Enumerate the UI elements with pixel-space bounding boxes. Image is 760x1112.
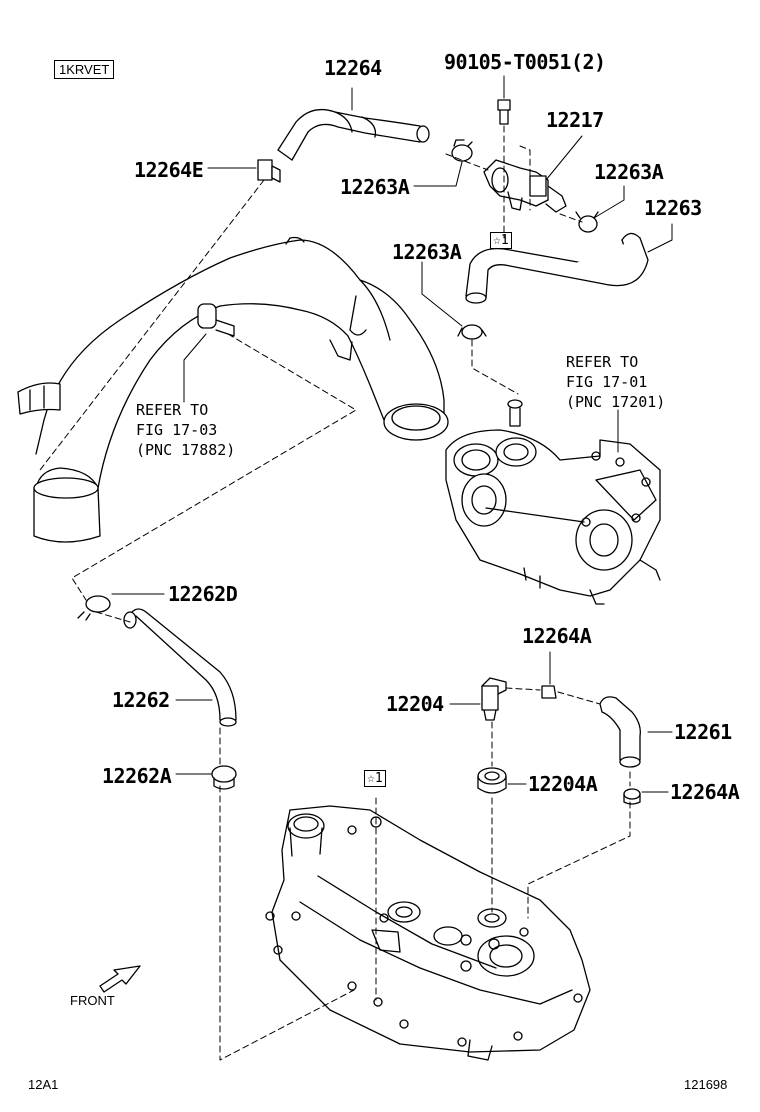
part-label-12263A-lower: 12263A [392,240,462,264]
hose-12262 [123,608,237,727]
valve-12217 [483,135,583,213]
clip-12264E [207,159,281,183]
front-arrow-icon [99,965,141,993]
star-marker-2: ☆1 [364,770,386,787]
hose-12263 [465,223,673,304]
star-marker-1: ☆1 [490,232,512,249]
clamp-12263A-right [575,185,625,233]
part-label-12261: 12261 [674,720,732,744]
engine-code-box: 1KRVET [54,60,115,79]
part-label-12204A: 12204A [528,772,598,796]
part-label-12262D: 12262D [168,582,238,606]
part-label-12264A-upper: 12264A [522,624,592,648]
hose-12261 [599,696,673,768]
part-label-90105: 90105-T0051(2) [444,50,606,74]
part-label-12264E: 12264E [134,158,204,182]
clamp-12263A-upper [413,139,473,187]
bolt-90105 [497,75,511,125]
part-label-12263A-right: 12263A [594,160,664,184]
part-label-12263: 12263 [644,196,702,220]
part-label-12263A-upper: 12263A [340,175,410,199]
part-label-12262: 12262 [112,688,170,712]
clamp-12262D [77,593,165,621]
part-label-12217: 12217 [546,108,604,132]
intake-pipe [17,236,449,543]
refer-note-17882: REFER TO FIG 17-03 (PNC 17882) [136,401,236,459]
grommet-12204A [477,767,527,794]
front-label: FRONT [70,993,115,1008]
clamp-12262A [175,765,237,790]
part-label-12264: 12264 [324,56,382,80]
refer-note-17201: REFER TO FIG 17-01 (PNC 17201) [566,353,666,411]
part-label-12204: 12204 [386,692,444,716]
figure-number: 121698 [684,1077,728,1092]
cylinder-head-cover [265,805,591,1061]
pcv-valve-12204 [449,677,507,721]
clip-12264A-upper [541,651,557,699]
clip-12264A-lower [623,788,669,805]
dashed-guide-lines [39,125,631,1061]
turbocharger [445,399,661,605]
page-code: 12A1 [28,1077,59,1092]
hose-12264 [277,108,430,161]
part-label-12264A-lower: 12264A [670,780,740,804]
part-label-12262A: 12262A [102,764,172,788]
clamp-12263A-lower [421,261,487,340]
